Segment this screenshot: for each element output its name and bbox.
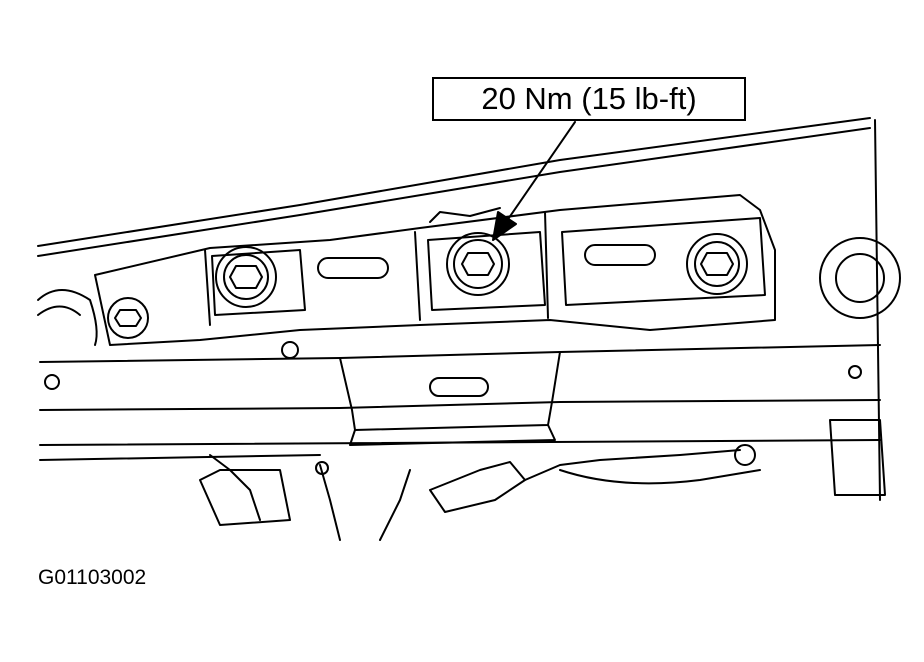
bracket-inner-edge xyxy=(204,249,211,326)
connector-body xyxy=(429,461,526,513)
bracket-lower xyxy=(199,469,291,526)
cable-3 xyxy=(379,469,411,541)
connector-end xyxy=(734,444,756,466)
torque-label: 20 Nm (15 lb-ft) xyxy=(481,81,697,116)
small-fitting xyxy=(315,461,329,475)
underside-line-2 xyxy=(39,454,321,461)
crossmember-bottom xyxy=(39,399,881,411)
center-bolt xyxy=(446,232,510,296)
torque-callout: 20 Nm (15 lb-ft) xyxy=(432,77,746,121)
cable-2 xyxy=(319,464,341,541)
hole-small-2 xyxy=(848,365,862,379)
figure-id: G01103002 xyxy=(38,566,147,589)
right-block xyxy=(829,419,886,496)
lower-cable-right xyxy=(559,469,761,485)
bracket-outline xyxy=(94,194,776,346)
small-left-bolt xyxy=(107,297,149,339)
hole-small-3 xyxy=(44,374,60,390)
center-pad xyxy=(427,231,546,311)
right-pad xyxy=(561,217,766,306)
bracket-step-right xyxy=(544,211,549,319)
crossmember-top xyxy=(39,344,881,363)
hole-small-1 xyxy=(281,341,299,359)
leader-line xyxy=(501,121,576,229)
left-pad xyxy=(211,249,306,316)
bracket-notch xyxy=(429,207,501,223)
lower-slot xyxy=(429,377,489,397)
left-slot xyxy=(317,257,389,279)
underside-line xyxy=(39,439,881,446)
bracket-step-left xyxy=(414,231,421,321)
left-arch-inner xyxy=(37,305,81,316)
right-slot xyxy=(584,244,656,266)
leader-arrowhead xyxy=(492,211,517,241)
cable-1 xyxy=(209,454,261,521)
right-bolt xyxy=(686,233,748,295)
panel-edge xyxy=(874,119,881,501)
far-right-bolt xyxy=(819,237,901,319)
center-mount xyxy=(339,351,561,431)
connector-lead xyxy=(524,449,741,481)
left-arch xyxy=(37,289,98,346)
left-bolt xyxy=(215,246,277,308)
upper-panel-line-2 xyxy=(37,127,871,257)
upper-panel-line xyxy=(37,117,871,247)
